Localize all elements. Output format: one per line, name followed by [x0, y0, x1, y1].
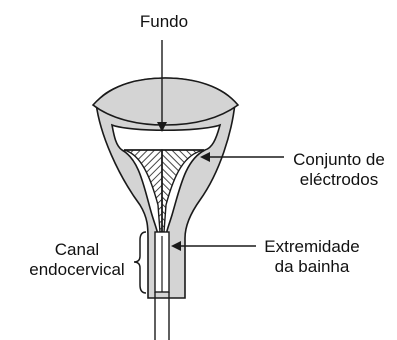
electrode-array-label-line1: Conjunto de [293, 150, 385, 169]
endocervical-canal-label-line1: Canal [54, 240, 100, 259]
fundus-pointer [157, 40, 167, 132]
endocervical-canal-label-line2: endocervical [29, 260, 125, 279]
fundus-label-text: Fundo [139, 12, 189, 31]
endocervical-brace [133, 231, 147, 294]
cervix-sheath [154, 231, 170, 340]
fundus-upper-wall [91, 77, 240, 126]
fundus-label: Fundo [121, 12, 207, 32]
sheath-tip-pointer [171, 241, 256, 251]
electrode-array-pointer [200, 152, 284, 162]
sheath-tip-label: Extremidade da bainha [254, 237, 370, 277]
sheath-tip-label-line2: da bainha [274, 257, 350, 276]
sheath-tip-label-line1: Extremidade [264, 237, 360, 256]
electrode-array-label: Conjunto de eléctrodos [281, 150, 397, 190]
endocervical-canal-label: Canal endocervical [26, 240, 128, 280]
electrode-array-label-line2: eléctrodos [299, 170, 379, 189]
